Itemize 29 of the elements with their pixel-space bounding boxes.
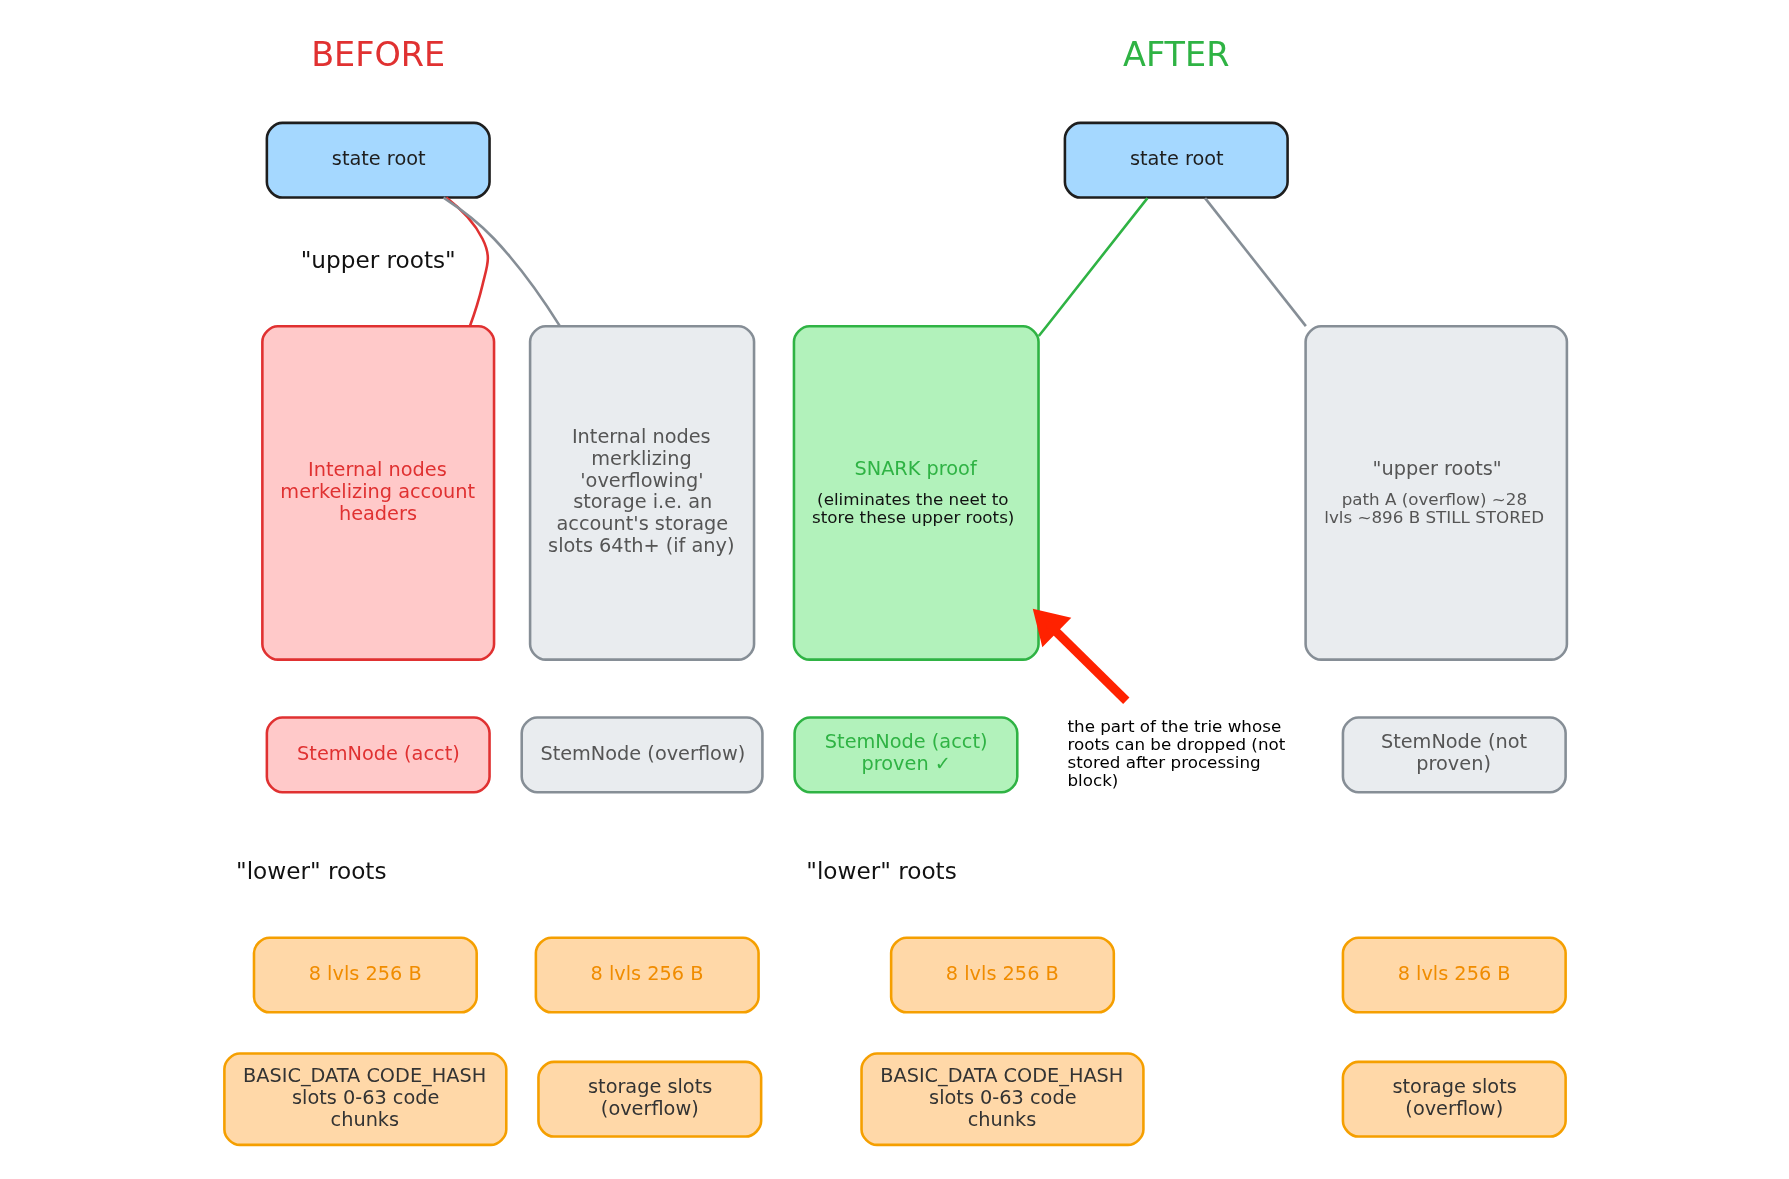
node-box: state root	[265, 121, 491, 199]
label: AFTER	[1122, 35, 1229, 75]
connector	[1203, 197, 1307, 327]
node-box: 8 lvls 256 B	[252, 936, 478, 1014]
node-box: state root	[1063, 121, 1289, 199]
node-box: BASIC_DATA CODE_HASH slots 0-63 code chunks	[222, 1052, 508, 1147]
node-box: storage slots (overflow)	[1341, 1060, 1567, 1138]
node-text: the part of the trie whose roots can be dropped (not stored after processing block)	[1066, 716, 1285, 791]
label: "lower" roots	[235, 857, 386, 884]
node-box: 8 lvls 256 B	[1341, 936, 1567, 1014]
node-box: StemNode (not proven)	[1341, 716, 1567, 794]
node-box: 8 lvls 256 B	[889, 936, 1115, 1014]
node-box: StemNode (acct) proven ✓	[792, 716, 1019, 794]
arrow	[1032, 608, 1129, 704]
node-box: 8 lvls 256 B	[534, 936, 760, 1014]
label: "lower" roots	[805, 857, 957, 884]
connector	[444, 196, 489, 327]
label: BEFORE	[310, 35, 445, 75]
node-box: BASIC_DATA CODE_HASH slots 0-63 code chunks	[859, 1052, 1145, 1147]
node-box: StemNode (overflow)	[519, 716, 764, 794]
node-box: SNARK proof (eliminates the neet to store these upper roots)	[792, 325, 1040, 661]
node-box: "upper roots" path A (overflow) ~28 lvls ~896 B STILL STORED	[1303, 325, 1568, 661]
label: "upper roots"	[300, 246, 456, 273]
connector	[1037, 197, 1148, 337]
node-box: storage slots (overflow)	[536, 1060, 762, 1138]
node-box: Internal nodes merklizing 'overflowing' storage i.e. an account's storage slots 64th+ (if any)	[528, 325, 755, 661]
node-box: Internal nodes merkelizing account headers	[260, 325, 495, 661]
connector	[442, 196, 561, 327]
node-box: StemNode (acct)	[265, 716, 491, 794]
